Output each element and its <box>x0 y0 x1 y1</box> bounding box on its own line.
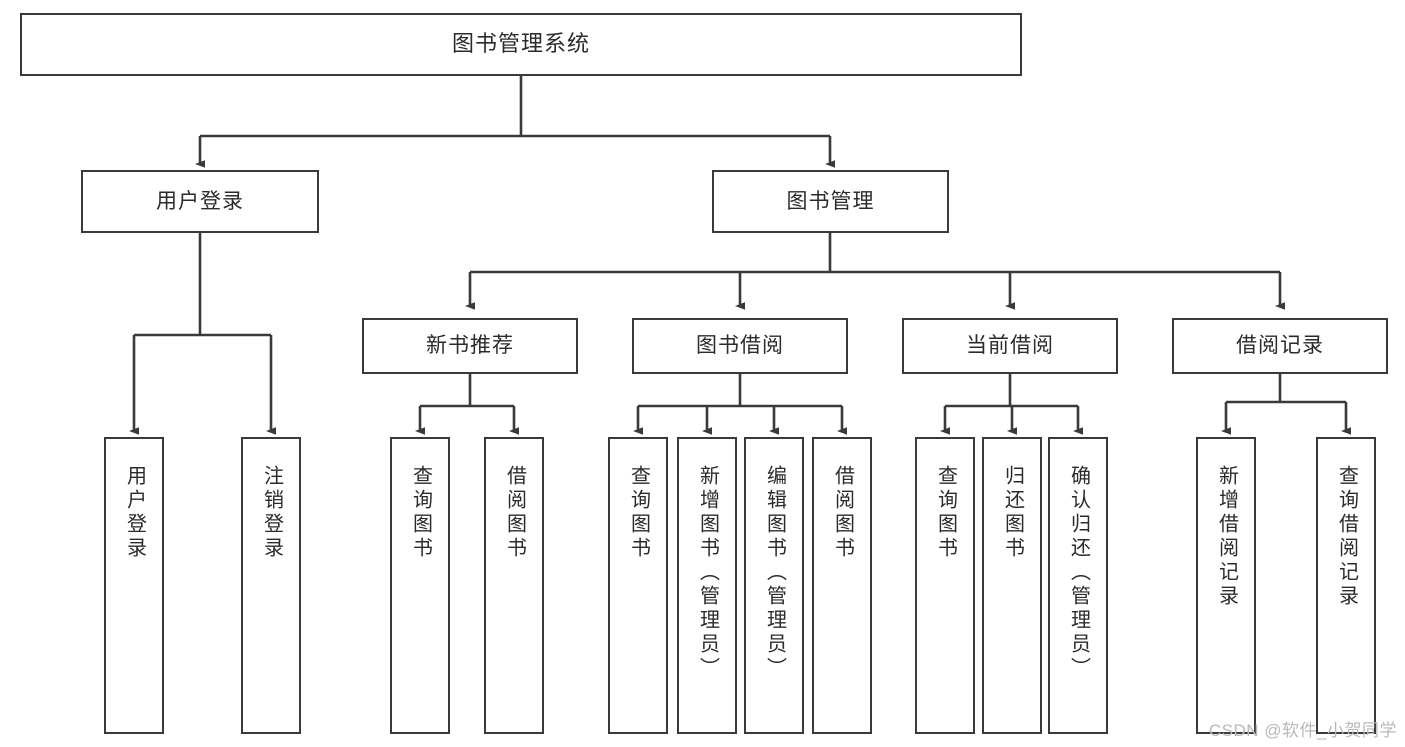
leaf-borrow-record-query-record[interactable]: 查询借阅记录 <box>1316 437 1376 734</box>
node-label: 归还图书 <box>1001 465 1024 561</box>
node-book-borrow[interactable]: 图书借阅 <box>632 318 848 374</box>
leaf-book-borrow-add-book[interactable]: 新增图书（管理员） <box>677 437 737 734</box>
node-label: 查询图书 <box>627 465 650 561</box>
leaf-user-login-logout[interactable]: 注销登录 <box>241 437 301 734</box>
node-label: 新增借阅记录 <box>1215 465 1238 609</box>
node-current-borrow[interactable]: 当前借阅 <box>902 318 1118 374</box>
node-user-login[interactable]: 用户登录 <box>81 170 319 233</box>
leaf-new-book-borrow-book[interactable]: 借阅图书 <box>484 437 544 734</box>
node-label: 新增图书（管理员） <box>696 465 719 681</box>
node-label: 用户登录 <box>123 465 146 561</box>
node-label: 新书推荐 <box>426 334 514 358</box>
node-label: 图书管理系统 <box>451 31 590 57</box>
node-label: 当前借阅 <box>966 334 1054 358</box>
leaf-book-borrow-borrow-book[interactable]: 借阅图书 <box>812 437 872 734</box>
node-label: 借阅图书 <box>503 465 526 561</box>
leaf-new-book-query-book[interactable]: 查询图书 <box>390 437 450 734</box>
node-label: 确认归还（管理员） <box>1067 465 1090 681</box>
watermark-text: CSDN @软件_小贺同学 <box>1208 721 1397 740</box>
node-label: 图书借阅 <box>696 334 784 358</box>
node-label: 编辑图书（管理员） <box>763 465 786 681</box>
node-label: 图书管理 <box>786 189 875 213</box>
node-label: 查询图书 <box>409 465 432 561</box>
leaf-book-borrow-edit-book[interactable]: 编辑图书（管理员） <box>744 437 804 734</box>
node-label: 查询图书 <box>934 465 957 561</box>
node-label: 查询借阅记录 <box>1335 465 1358 609</box>
node-label: 注销登录 <box>260 465 283 561</box>
leaf-current-borrow-query-book[interactable]: 查询图书 <box>915 437 975 734</box>
leaf-book-borrow-query-book[interactable]: 查询图书 <box>608 437 668 734</box>
node-borrow-record[interactable]: 借阅记录 <box>1172 318 1388 374</box>
node-label: 用户登录 <box>156 189 244 213</box>
leaf-current-borrow-confirm-return[interactable]: 确认归还（管理员） <box>1048 437 1108 734</box>
node-book-management[interactable]: 图书管理 <box>712 170 949 233</box>
leaf-current-borrow-return-book[interactable]: 归还图书 <box>982 437 1042 734</box>
node-label: 借阅记录 <box>1236 334 1324 358</box>
node-root-book-management-system[interactable]: 图书管理系统 <box>20 13 1022 76</box>
leaf-user-login-login[interactable]: 用户登录 <box>104 437 164 734</box>
leaf-borrow-record-add-record[interactable]: 新增借阅记录 <box>1196 437 1256 734</box>
node-new-book-recommend[interactable]: 新书推荐 <box>362 318 578 374</box>
node-label: 借阅图书 <box>831 465 854 561</box>
